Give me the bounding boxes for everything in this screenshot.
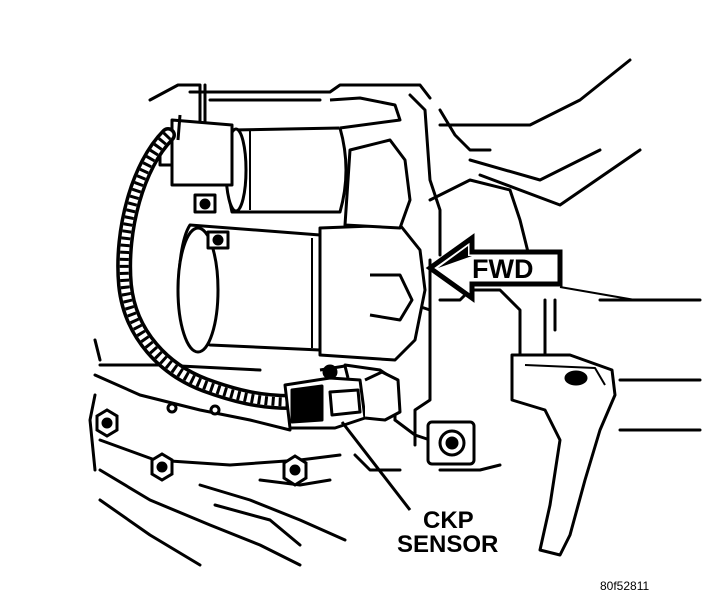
ckp-sensor — [283, 364, 402, 430]
bolt-small-left — [166, 402, 221, 416]
bolt-upper-left — [95, 408, 119, 438]
mount-bracket — [510, 353, 617, 557]
wiring-harness — [116, 127, 298, 410]
starter-motor — [158, 96, 427, 362]
ckp-sensor-label: CKP SENSOR — [397, 507, 498, 558]
figure-id: 80f52811 — [600, 579, 649, 593]
ckp-label-line1: CKP — [423, 507, 474, 534]
fwd-arrow: FWD — [425, 233, 636, 303]
ckp-label-line2: SENSOR — [397, 531, 498, 558]
bolt-middle — [150, 452, 174, 482]
bolts — [95, 402, 308, 487]
mount-boss — [426, 420, 476, 466]
fwd-label: FWD — [472, 254, 533, 284]
bolt-right — [282, 454, 308, 487]
leader-line — [340, 421, 412, 511]
